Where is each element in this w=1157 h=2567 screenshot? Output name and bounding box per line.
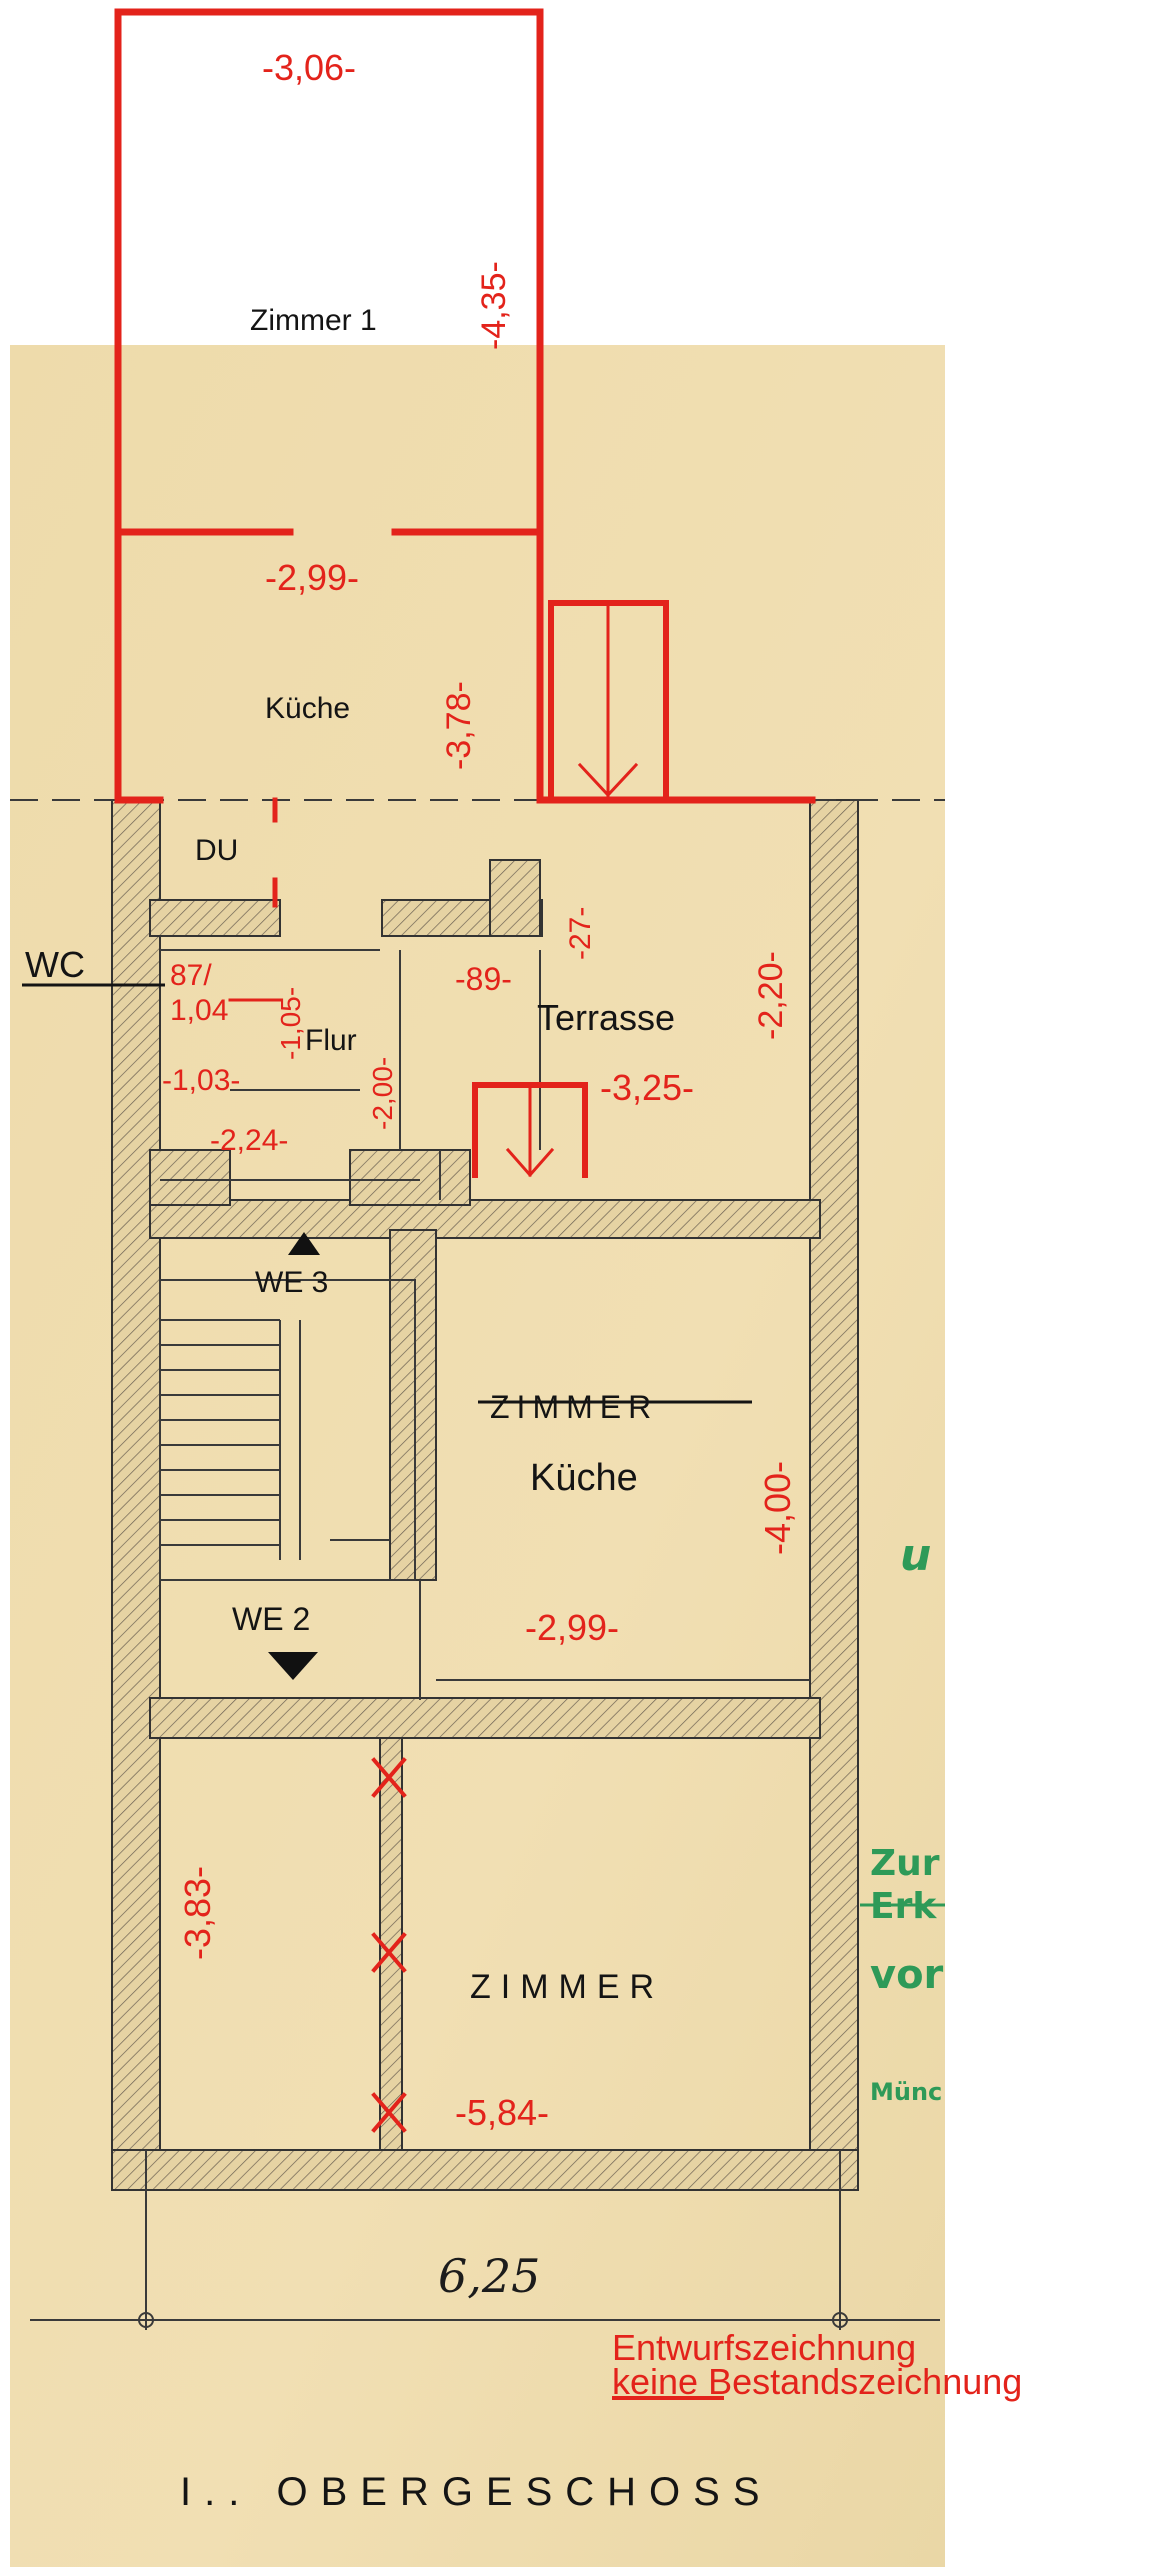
- dimension-3-25: -3,25-: [600, 1067, 694, 1108]
- room-label-du: DU: [195, 834, 238, 867]
- dimension-1-04: 1,04: [170, 994, 228, 1027]
- dimension-2-00: -2,00-: [367, 1057, 398, 1130]
- stamp-fragment-3: vor: [870, 1952, 944, 1998]
- we3-arrow-icon: [288, 1232, 320, 1255]
- room-label-zimmer-1: Zimmer 1: [250, 304, 377, 337]
- stamp-fragment-4: Münc: [870, 2078, 942, 2106]
- dimension-1-03: -1,03-: [162, 1064, 240, 1097]
- room-label-wc: WC: [25, 944, 85, 985]
- dimension-3-83: -3,83-: [177, 1866, 218, 1960]
- marker-we3: WE 3: [255, 1266, 328, 1299]
- dimension-4-00: -4,00-: [757, 1461, 798, 1555]
- dimension-87: 87/: [170, 959, 212, 992]
- dimension-2-99-mid: -2,99-: [525, 1607, 619, 1648]
- dimension-89: -89-: [455, 961, 512, 997]
- room-label-flur: Flur: [305, 1024, 357, 1057]
- grid-marker-right: [832, 2312, 848, 2328]
- room-label-zimmer-bottom: ZIMMER: [470, 1968, 664, 2006]
- room-label-kueche-mid: Küche: [530, 1457, 638, 1499]
- dimension-5-84: -5,84-: [455, 2092, 549, 2133]
- dimension-3-78: -3,78-: [440, 681, 478, 770]
- room-label-terrasse: Terrasse: [537, 997, 675, 1038]
- paper-sheet: [10, 345, 945, 2567]
- dimension-2-20: -2,20-: [752, 951, 790, 1040]
- stamp-fragment-5: u: [900, 1530, 931, 1581]
- dimension-27: -27-: [564, 907, 597, 960]
- note-draft-drawing: Entwurfszeichnung: [612, 2327, 916, 2368]
- red-new-construction: [114, 8, 816, 2133]
- stamp-fragment-1: Zur: [870, 1843, 940, 1884]
- we2-arrow-icon: [268, 1652, 318, 1680]
- overall-width-handwritten: 6,25: [438, 2249, 540, 2303]
- floor-title: I.. OBERGESCHOSS: [180, 2470, 773, 2514]
- room-label-kueche-top: Küche: [265, 692, 350, 725]
- existing-walls: [111, 799, 859, 2191]
- dimension-3-06: -3,06-: [262, 47, 356, 88]
- note-not-existing-drawing: keine Bestandszeichnung: [612, 2361, 1022, 2402]
- marker-we2: WE 2: [232, 1601, 310, 1637]
- room-label-zimmer-struck: ZIMMER: [490, 1389, 658, 1425]
- dimension-2-24: -2,24-: [210, 1124, 288, 1157]
- dimension-2-99-top: -2,99-: [265, 557, 359, 598]
- dimension-4-35: -4,35-: [475, 261, 513, 350]
- grid-marker-left: [138, 2312, 154, 2328]
- dimension-1-05: -1,05-: [275, 987, 306, 1060]
